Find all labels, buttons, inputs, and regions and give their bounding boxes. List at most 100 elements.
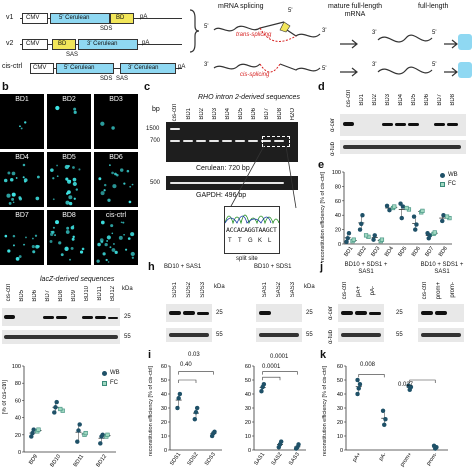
x-tick-label: BD4 <box>384 246 395 258</box>
blot-band <box>355 311 367 315</box>
panel-d-letter: d <box>318 81 325 93</box>
data-point-wb <box>346 230 352 236</box>
cell-dot <box>64 164 70 170</box>
y-tick-label: 40 <box>161 392 167 398</box>
j-title-2: BD10 + SDS1 + SAS1 <box>420 262 464 275</box>
micrograph-bd7: BD7 <box>0 210 44 265</box>
lane-label: SDS1 <box>172 282 178 298</box>
zoom-lines <box>229 145 297 209</box>
pa-label: pA <box>178 64 186 70</box>
cell-dot <box>100 121 105 126</box>
data-point-wb <box>399 215 404 221</box>
significance-bracket <box>262 376 281 381</box>
step-full-length: full-length <box>418 3 449 10</box>
data-point-fc <box>444 214 450 219</box>
gel-band <box>170 140 180 142</box>
p-value-0027: 0.027 <box>398 382 414 388</box>
cell-dot <box>75 188 78 191</box>
cell-dot <box>22 163 26 167</box>
data-point-wb <box>440 218 445 224</box>
cell-dot <box>125 248 128 251</box>
panel-c-letter: c <box>144 81 151 93</box>
cell-dot <box>65 230 70 234</box>
aa-letter: T <box>228 238 232 244</box>
cell-dot <box>64 246 69 251</box>
data-point-wb <box>75 439 80 444</box>
cell-dot <box>72 235 75 239</box>
cell-dot <box>69 258 71 261</box>
cell-dot <box>123 182 126 185</box>
step-mrna-splicing: mRNA splicing <box>218 3 264 10</box>
cell-dot <box>70 246 74 250</box>
lane-label: BD8 <box>277 108 283 120</box>
lane-label: SDS3 <box>200 282 206 298</box>
x-tick-label: BD7 <box>424 246 435 258</box>
data-point-wb <box>261 381 267 387</box>
lane-label: prom+ <box>436 282 442 300</box>
data-point-wb <box>345 235 350 241</box>
cell-dot <box>118 235 123 240</box>
panel-e-letter: e <box>318 159 325 171</box>
legend-fc-marker <box>440 182 445 187</box>
data-point-wb <box>382 422 387 428</box>
split-site-label: split site <box>236 256 258 262</box>
j-marker-55: 55 <box>396 332 403 338</box>
blot-band <box>108 317 118 319</box>
data-point-fc <box>83 430 88 436</box>
data-point-fc <box>379 237 385 242</box>
lane-label: BD3 <box>385 94 391 106</box>
p-value-0008: 0.008 <box>360 362 376 368</box>
cell-dot <box>23 243 26 246</box>
data-point-wb <box>359 221 364 227</box>
p-value-003: 0.03 <box>188 352 200 358</box>
blot-band <box>197 312 209 315</box>
cell-dot <box>73 110 77 114</box>
end-label: 3' <box>372 30 377 36</box>
cell-dot <box>103 189 106 192</box>
y-tick-label: 80 <box>15 381 21 387</box>
sas-label: SAS <box>66 52 79 58</box>
y-tick-label: 60 <box>337 364 343 370</box>
cell-dot <box>20 127 23 130</box>
h-kda-2: kDa <box>304 284 315 290</box>
alpha-tub-label: α-tub <box>330 142 336 156</box>
end-label: 3' <box>322 28 327 34</box>
j-title-1: BD10 + SDS1 + SAS1 <box>344 262 388 275</box>
cell-dot <box>81 247 85 251</box>
y-tick-label: 60 <box>245 364 251 370</box>
cell-dot <box>107 198 111 202</box>
x-tick-label: BD3 <box>370 246 381 258</box>
data-point-wb <box>387 207 392 213</box>
cell-dot <box>50 168 54 172</box>
y-tick-label: 10 <box>337 434 343 440</box>
y-tick-label: 20 <box>161 420 167 426</box>
y-tick-label: 50 <box>245 378 251 384</box>
y-tick-label: 100 <box>332 170 341 176</box>
y-tick-label: 0 <box>248 448 251 454</box>
cell-dot <box>130 232 135 237</box>
legend-wb-l: WB <box>110 370 120 376</box>
cell-dot <box>128 200 132 204</box>
y-tick-label: 10 <box>161 434 167 440</box>
x-tick-label: pA+ <box>352 452 363 464</box>
data-point-wb <box>76 428 81 433</box>
cell-dot <box>73 197 76 200</box>
lane-label: BD12 <box>110 286 116 302</box>
blot-band <box>434 123 445 126</box>
y-tick-label: 0 <box>18 450 21 456</box>
micrograph-bd8: BD8 <box>47 210 91 265</box>
y-tick-label: 40 <box>15 416 21 422</box>
chromatogram: ACCACAGGTAAGCT T T G K L <box>224 206 280 254</box>
cell-dot <box>120 221 123 224</box>
h-title-1: BD10 + SAS1 <box>164 264 202 270</box>
gel-band <box>248 140 258 142</box>
data-point-fc <box>36 427 41 432</box>
alpha-cer-label: α-cer <box>330 118 336 132</box>
end-label: 5' <box>432 62 437 68</box>
cell-dot <box>102 252 106 256</box>
cell-dot <box>52 226 55 229</box>
data-point-wb <box>259 388 264 394</box>
data-point-wb <box>77 422 82 427</box>
